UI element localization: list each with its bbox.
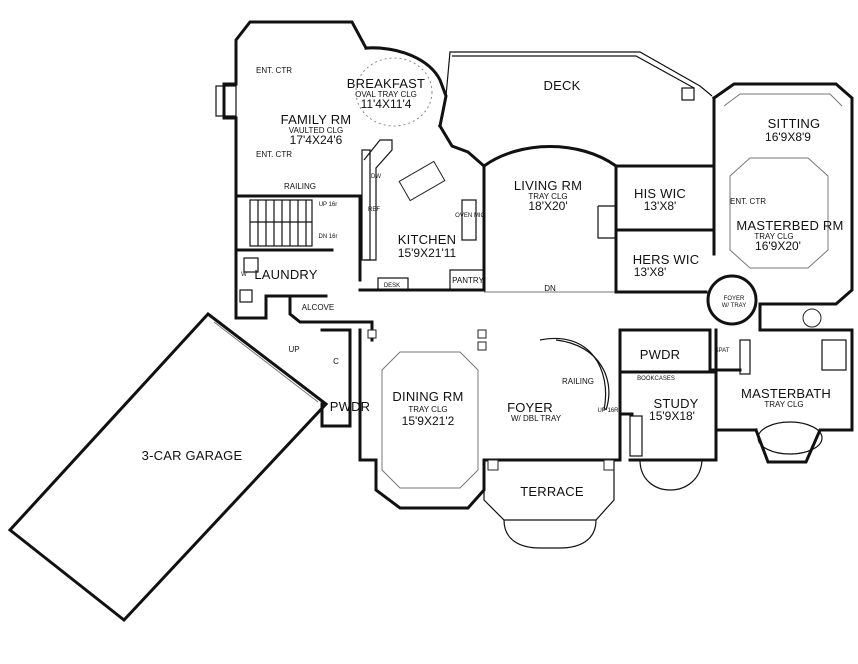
living-room-walls — [481, 145, 619, 294]
deck-outline — [445, 51, 713, 101]
room-labels: BREAKFAST OVAL TRAY CLG 11'4X11'4 FAMILY… — [142, 76, 844, 499]
closets-walls — [597, 164, 716, 294]
up-16r-foyer: UP 16R — [598, 408, 620, 414]
breakfast-dim: 11'4X11'4 — [361, 97, 412, 111]
alcove-label: ALCOVE — [302, 303, 334, 312]
master-bedroom-walls — [711, 82, 854, 306]
dn-16r: DN 16r — [318, 234, 337, 240]
deck-name: DECK — [544, 78, 581, 93]
living-dim: 18'X20' — [528, 199, 567, 213]
up-label: UP — [288, 345, 299, 354]
terrace-name: TERRACE — [520, 484, 584, 499]
laundry-name: LAUNDRY — [254, 267, 317, 282]
hers-wic-dim: 13'X8' — [634, 265, 667, 279]
masterbed-note: TRAY CLG — [754, 232, 793, 241]
desk-label: DESK — [384, 283, 400, 289]
dn-label: DN — [544, 284, 556, 293]
pwdr-west-name: PWDR — [330, 399, 371, 414]
masterbath-note: TRAY CLG — [764, 400, 803, 409]
laundry-walls — [234, 257, 328, 324]
garage-walls — [7, 311, 329, 623]
up-16r-upper: UP 16r — [319, 202, 338, 208]
foyer-small-note: W/ TRAY — [722, 303, 746, 309]
breakfast-note: OVAL TRAY CLG — [355, 90, 417, 99]
kitchen-name: KITCHEN — [398, 232, 456, 247]
living-note: TRAY CLG — [528, 192, 567, 201]
master-foyer — [706, 274, 758, 326]
pantry-label: PANTRY — [452, 276, 484, 285]
ref-label: REF — [368, 207, 380, 213]
sitting-dim: 16'9X8'9 — [765, 130, 811, 144]
foyer-small-label: FOYER — [724, 296, 745, 302]
masterbed-name: MASTERBED RM — [736, 218, 843, 233]
masterbath-walls — [714, 302, 854, 464]
annotations: ENT. CTR ENT. CTR ENT. CTR RAILING RAILI… — [241, 66, 766, 414]
railing-foyer: RAILING — [562, 377, 594, 386]
dw-label: DW — [371, 174, 381, 180]
foyer-note: W/ DBL TRAY — [511, 414, 562, 423]
his-wic-dim: 13'X8' — [644, 199, 677, 213]
dining-note: TRAY CLG — [408, 405, 447, 414]
c-label: C — [333, 357, 339, 366]
ent-ctr-mid: ENT. CTR — [256, 150, 292, 159]
ent-ctr-top: ENT. CTR — [256, 66, 292, 75]
spat-label: SPAT — [715, 348, 730, 354]
sitting-name: SITTING — [768, 116, 821, 131]
family-dim: 17'4X24'6 — [290, 133, 343, 147]
living-name: LIVING RM — [514, 178, 582, 193]
ent-ctr-master: ENT. CTR — [730, 197, 766, 206]
study-name: STUDY — [653, 396, 698, 411]
foyer-name: FOYER — [507, 400, 553, 415]
pwdr-east-name: PWDR — [640, 347, 681, 362]
garage-name: 3-CAR GARAGE — [142, 448, 243, 463]
center-walls — [320, 320, 742, 510]
masterbed-dim: 16'9X20' — [755, 239, 801, 253]
family-name: FAMILY RM — [281, 112, 352, 127]
oven-mic-label: OVEN MIC — [455, 213, 485, 219]
masterbath-name: MASTERBATH — [741, 386, 831, 401]
kitchen-dim: 15'9X21'11 — [398, 246, 457, 260]
his-wic-name: HIS WIC — [634, 186, 686, 201]
west-wing-walls — [215, 20, 487, 302]
dining-name: DINING RM — [392, 389, 463, 404]
breakfast-name: BREAKFAST — [347, 76, 425, 91]
bookcases-label: BOOKCASES — [637, 376, 675, 382]
dining-dim: 15'9X21'2 — [402, 414, 455, 428]
hers-wic-name: HERS WIC — [633, 252, 700, 267]
family-note: VAULTED CLG — [289, 126, 343, 135]
w-label: W — [241, 272, 247, 278]
railing-upper: RAILING — [284, 182, 316, 191]
terrace-outline — [483, 460, 615, 549]
study-dim: 15'9X18' — [649, 409, 695, 423]
